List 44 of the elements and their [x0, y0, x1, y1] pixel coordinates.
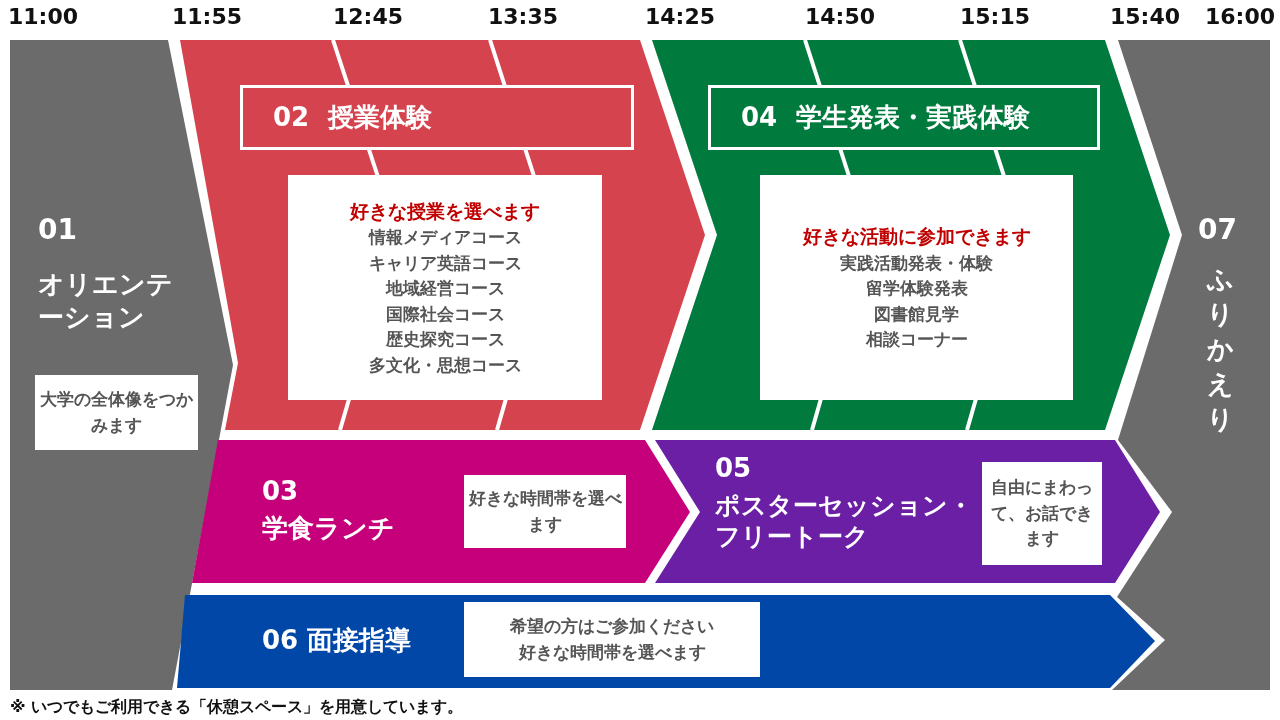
- time-label: 11:00: [8, 4, 79, 29]
- list-item: 多文化・思想コース: [368, 353, 522, 377]
- time-label: 13:35: [488, 4, 559, 29]
- note-card: [35, 375, 198, 450]
- note-heading: 好きな活動に参加できます: [802, 224, 1031, 250]
- session-number: 07: [1198, 212, 1238, 247]
- time-label: 14:50: [805, 4, 876, 29]
- note-text: 希望の方はご参加ください: [510, 615, 714, 638]
- list-item: 実践活動発表・体験: [840, 251, 993, 275]
- time-label: 16:00: [1205, 4, 1276, 29]
- list-item: 国際社会コース: [385, 302, 505, 326]
- list-item: 歴史探究コース: [385, 328, 505, 352]
- session-title: ふりかえり: [1205, 263, 1235, 437]
- note-text: 大学の全体像をつかみます: [39, 388, 194, 437]
- section-heading: 02 授業体験: [240, 85, 634, 150]
- session-title: 06 面接指導: [262, 624, 413, 657]
- time-label: 11:55: [172, 4, 243, 29]
- time-label: 14:25: [645, 4, 716, 29]
- section-heading: 04 学生発表・実践体験: [708, 85, 1100, 150]
- session-title: オリエンテーション: [38, 268, 174, 333]
- time-label: 15:40: [1110, 4, 1181, 29]
- note-card: [464, 475, 626, 548]
- session-number: 05: [715, 452, 753, 485]
- note-card: [464, 602, 760, 677]
- list-item: 相談コーナー: [865, 328, 968, 352]
- session-title: ポスターセッション・フリートーク: [715, 490, 974, 553]
- session-number: 03: [262, 475, 300, 508]
- note-text: 自由にまわって、お話できます: [990, 476, 1094, 551]
- time-label: 12:45: [333, 4, 404, 29]
- session-title: 学食ランチ: [262, 512, 396, 545]
- list-item: 留学体験発表: [865, 277, 968, 301]
- note-heading: 好きな授業を選べます: [350, 198, 540, 224]
- note-card: [982, 462, 1102, 565]
- time-label: 15:15: [960, 4, 1031, 29]
- note-card: [288, 175, 602, 400]
- note-card: [760, 175, 1073, 400]
- list-item: 地域経営コース: [385, 277, 505, 301]
- list-item: 情報メディアコース: [368, 226, 522, 250]
- footnote: ※ いつでもご利用できる「休憩スペース」を用意しています。: [10, 697, 464, 718]
- note-text: 好きな時間帯を選べます: [468, 487, 622, 536]
- session-number: 01: [38, 212, 78, 247]
- note-text: 好きな時間帯を選べます: [518, 640, 706, 664]
- list-item: キャリア英語コース: [368, 251, 522, 275]
- list-item: 図書館見学: [874, 302, 959, 326]
